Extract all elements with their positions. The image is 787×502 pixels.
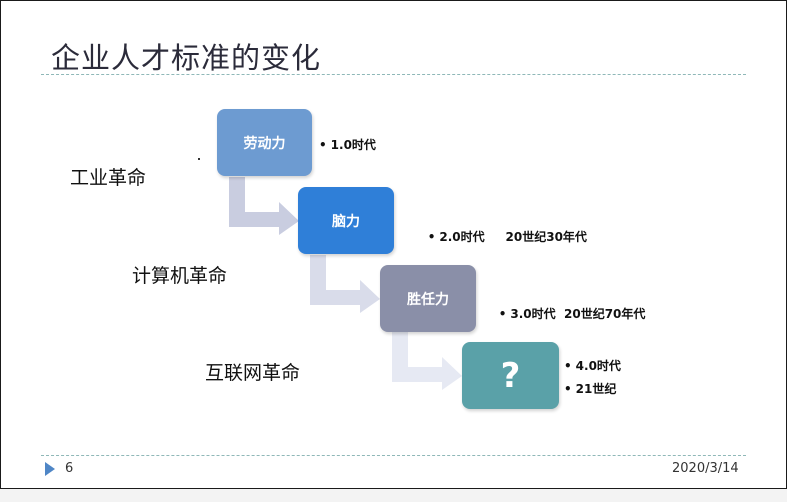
slide: 企业人才标准的变化 工业革命 计算机革命 互联网革命 劳动力 脑力 胜任力 ? …: [0, 0, 787, 489]
footer-divider: [41, 455, 746, 456]
stray-dot: [198, 158, 200, 160]
bent-arrow-icon: [392, 332, 462, 390]
era-label-industrial: 工业革命: [70, 167, 147, 189]
page-number: 6: [65, 461, 74, 476]
stage-note-text: 4.0时代: [575, 359, 621, 373]
stage-box-brain: 脑力: [298, 187, 394, 254]
stage-note: •1.0时代: [319, 138, 376, 152]
bent-arrow-icon: [229, 177, 299, 235]
stage-note-text: 3.0时代 20世纪70年代: [510, 307, 646, 321]
bent-arrow-icon: [310, 255, 380, 313]
stage-box-labor: 劳动力: [217, 109, 312, 176]
stage-note-text: 1.0时代: [330, 138, 376, 152]
slide-title: 企业人才标准的变化: [51, 41, 322, 75]
stage-note: •21世纪: [564, 382, 617, 396]
stage-note: •2.0时代 20世纪30年代: [427, 230, 587, 244]
stage-note: •3.0时代 20世纪70年代: [498, 307, 646, 321]
stage-note: •4.0时代: [564, 359, 621, 373]
era-label-computer: 计算机革命: [132, 265, 228, 287]
stage-note-text: 2.0时代 20世纪30年代: [439, 230, 587, 244]
window-bottom-strip: [0, 489, 787, 502]
stage-box-competency: 胜任力: [380, 265, 476, 332]
era-label-internet: 互联网革命: [205, 362, 301, 384]
stage-box-unknown: ?: [462, 342, 559, 409]
slide-date: 2020/3/14: [672, 461, 739, 476]
stage-note-text: 21世纪: [575, 382, 617, 396]
title-divider: [41, 74, 746, 75]
play-triangle-icon: [45, 462, 55, 476]
